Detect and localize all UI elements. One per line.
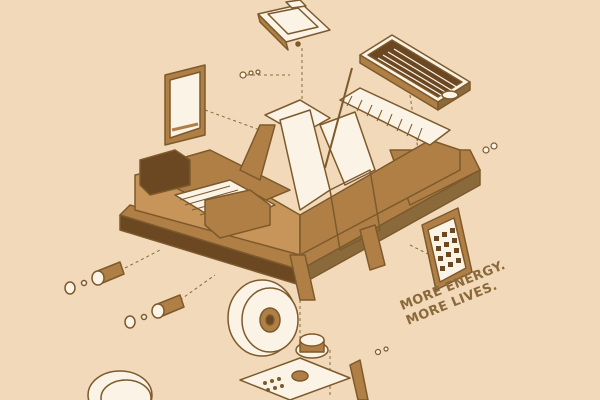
engine-radio-unit [239,333,369,400]
solar-battery-panel [359,34,471,111]
front-wheel [227,279,299,357]
headlight-lower [124,294,185,329]
control-keypad [421,207,473,291]
rear-wheel [87,370,153,400]
vehicle-body [119,67,481,301]
side-window-panel [164,64,206,146]
dashboard-tablet [257,0,331,51]
bolts-lower [374,346,389,356]
headlight-upper [64,261,125,295]
rear-bolts [482,142,498,154]
bolts-top [239,69,261,79]
